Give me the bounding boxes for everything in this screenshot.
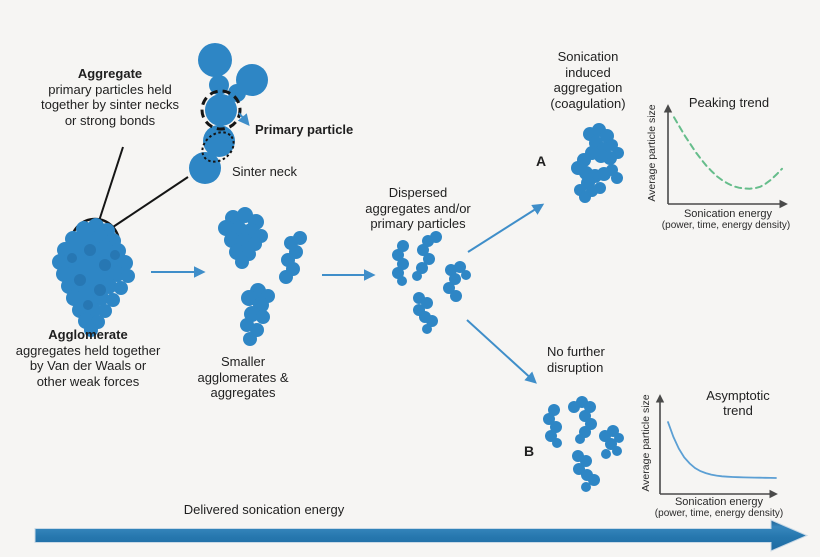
agglomerate-caption: Agglomerate aggregates held together by … xyxy=(3,327,173,389)
branch-b-letter: B xyxy=(524,443,535,459)
branch-a-letter: A xyxy=(536,153,547,169)
aggregate-caption-line: primary particles held xyxy=(48,81,172,97)
asymptotic-curve xyxy=(667,421,777,479)
primary-particle-pointer-arrow xyxy=(237,112,250,127)
branch-arrow-a xyxy=(467,203,545,253)
aggregate-caption: Aggregate primary particles held togethe… xyxy=(25,66,195,128)
no-further-line: No further xyxy=(547,344,605,359)
peaking-curve xyxy=(673,116,783,190)
primary-particle-dashed-ring xyxy=(200,89,242,131)
sonication-caption-line: (coagulation) xyxy=(550,95,626,111)
agglomerate-title: Agglomerate xyxy=(48,327,128,342)
peaking-xlabel: Sonication energy xyxy=(683,208,773,220)
branch-arrow-b xyxy=(466,319,537,384)
primary-particle-label: Primary particle xyxy=(255,122,354,137)
smaller-agglomerates-graphic xyxy=(218,207,307,346)
dispersed-caption-line: Dispersed xyxy=(388,185,448,200)
smaller-caption: Smaller agglomerates & aggregates xyxy=(168,354,318,401)
no-further-caption: No further disruption xyxy=(547,344,647,375)
sonication-caption-line: aggregation xyxy=(553,80,623,95)
agglomerate-cluster-graphic xyxy=(52,218,135,337)
sinter-neck-label: Sinter neck xyxy=(232,164,298,179)
aggregate-caption-line: together by sinter necks xyxy=(40,97,180,112)
sonication-caption-line: Sonication xyxy=(557,49,619,64)
sinter-neck-dotted-ellipse xyxy=(201,131,235,163)
asymptotic-ylabel: Average particle size xyxy=(640,394,652,492)
asymptotic-chart-title: Asymptotic trend xyxy=(706,388,770,418)
asymptotic-xlabel-sub: (power, time, energy density) xyxy=(654,508,784,519)
dispersed-caption-line: aggregates and/or xyxy=(365,200,471,216)
smaller-caption-line: agglomerates & xyxy=(197,369,289,385)
no-disruption-particles-graphic xyxy=(543,396,624,492)
peaking-ylabel: Average particle size xyxy=(646,104,658,202)
sonication-caption-line: induced xyxy=(565,64,611,80)
no-further-line: disruption xyxy=(547,359,604,375)
smaller-caption-line: aggregates xyxy=(210,385,276,400)
dispersed-caption: Dispersed aggregates and/or primary part… xyxy=(343,185,493,232)
aggregate-title: Aggregate xyxy=(77,66,143,81)
delivered-energy-label: Delivered sonication energy xyxy=(183,502,345,517)
peaking-chart-axes xyxy=(663,104,788,209)
asymptotic-chart-axes xyxy=(655,394,778,499)
agglomerate-caption-line: other weak forces xyxy=(36,373,140,389)
sonication-aggregation-caption: Sonication induced aggregation (coagulat… xyxy=(513,49,663,111)
coagulated-cluster-graphic xyxy=(571,123,624,203)
smaller-caption-line: Smaller xyxy=(220,354,266,369)
aggregate-zoom-cluster-graphic xyxy=(189,43,268,184)
asymptotic-xlabel: Sonication energy xyxy=(674,496,764,508)
agglomerate-caption-line: aggregates held together xyxy=(15,342,161,358)
zoom-callout-lines xyxy=(98,146,189,230)
agglomerate-caption-line: by Van der Waals or xyxy=(29,358,147,373)
aggregate-caption-line: or strong bonds xyxy=(64,112,156,128)
dispersed-particles-graphic xyxy=(392,231,471,334)
delivered-energy-arrow xyxy=(34,519,809,552)
dispersed-caption-line: primary particles xyxy=(370,216,466,231)
peaking-xlabel-sub: (power, time, energy density) xyxy=(661,220,791,231)
peaking-chart-title: Peaking trend xyxy=(688,95,770,110)
